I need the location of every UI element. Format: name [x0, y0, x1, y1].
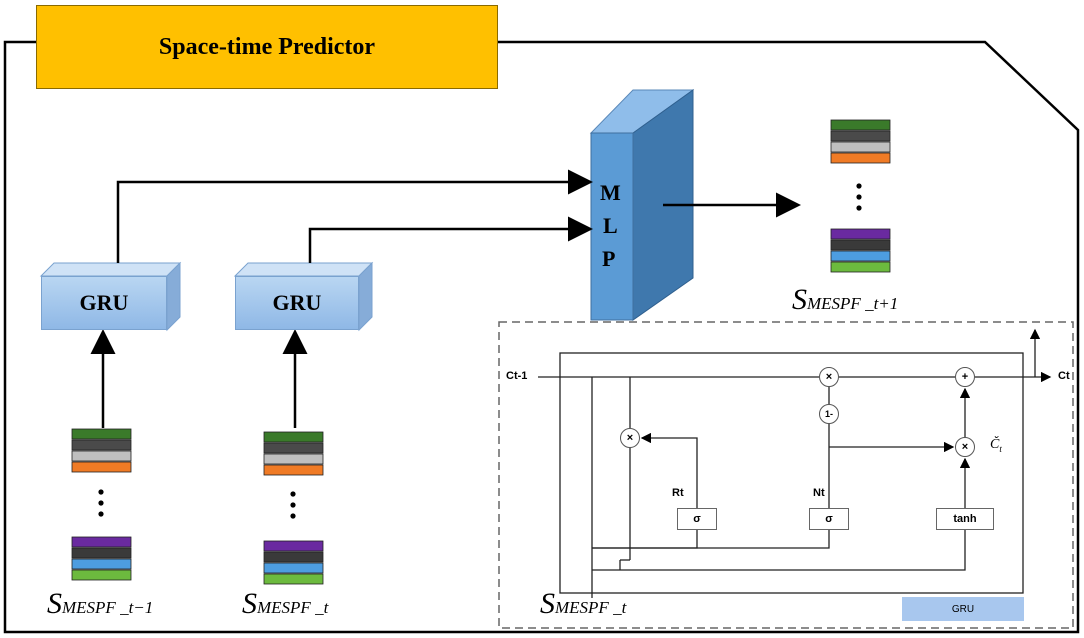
- ellipsis-dot: [856, 183, 862, 189]
- mlp-front-face: [590, 132, 634, 321]
- multiply-op-candidate: ×: [955, 437, 975, 457]
- gru1-depth-side: [166, 261, 181, 332]
- gru2-depth: [233, 262, 374, 277]
- multiply-op-top: ×: [819, 367, 839, 387]
- tanh-box: tanh: [936, 508, 994, 530]
- output-top-layer: [830, 141, 891, 153]
- gru-legend: GRU: [902, 597, 1024, 621]
- ellipsis-dot: [290, 491, 296, 497]
- input1-bottom-layer: [71, 536, 132, 548]
- input2-top-layer: [263, 431, 324, 443]
- ellipsis-dot: [98, 511, 104, 517]
- input-label-t: SMESPF _t: [242, 587, 329, 620]
- output-bottom-layer: [830, 239, 891, 251]
- gru-label: GRU: [272, 290, 322, 315]
- input1-bottom-layer: [71, 547, 132, 559]
- input-label-t-minus-1: SMESPF _t−1: [47, 587, 154, 620]
- gru-block-2: GRU: [235, 276, 359, 330]
- input2-top-layer: [263, 453, 324, 465]
- output-bottom-layer: [830, 250, 891, 262]
- gru-cell-dashed-box: [498, 321, 1074, 629]
- arrow-gru2-mlp: [308, 216, 593, 263]
- cell-state-in-label: Ct-1: [506, 370, 528, 382]
- reset-gate-label: Rt: [672, 487, 684, 499]
- ellipsis-dot: [290, 513, 296, 519]
- input2-bottom-layer: [263, 551, 324, 563]
- input1-bottom-layer: [71, 569, 132, 581]
- input2-top-layer: [263, 464, 324, 476]
- input1-top-layer: [71, 439, 132, 451]
- reset-sigma-box: σ: [677, 508, 717, 530]
- mlp-letter-m: M: [600, 180, 621, 205]
- input2-bottom-layer: [263, 540, 324, 552]
- ellipsis-dot: [856, 205, 862, 211]
- diagram-title: Space-time Predictor: [158, 33, 376, 60]
- update-sigma-box: σ: [809, 508, 849, 530]
- feature-stacks: [71, 119, 891, 585]
- output-top-layer: [830, 152, 891, 164]
- input2-top-layer: [263, 442, 324, 454]
- mlp-letter-l: L: [603, 213, 618, 238]
- ellipsis-dot: [856, 194, 862, 200]
- gru1-depth: [39, 262, 182, 277]
- output-label-t-plus-1: SMESPF _t+1: [792, 283, 899, 316]
- input1-top-layer: [71, 450, 132, 462]
- mlp-letter-p: P: [602, 246, 616, 271]
- ellipsis-dots: [98, 183, 862, 519]
- outer-frame: [3, 40, 1080, 634]
- cell-state-out-label: Ct: [1058, 370, 1070, 382]
- input1-top-layer: [71, 428, 132, 440]
- gru-cell-frame: [559, 352, 1024, 594]
- arrow-gru1-mlp: [116, 169, 593, 263]
- output-top-layer: [830, 119, 891, 131]
- gru2-depth-side: [358, 261, 373, 332]
- gru-label: GRU: [79, 290, 129, 315]
- output-top-layer: [830, 130, 891, 142]
- output-bottom-layer: [830, 261, 891, 273]
- ellipsis-dot: [98, 489, 104, 495]
- one-minus-op: 1-: [819, 404, 839, 424]
- gru-block-1: GRU: [41, 276, 167, 330]
- add-op: +: [955, 367, 975, 387]
- title-box: Space-time Predictor: [36, 5, 498, 89]
- output-bottom-layer: [830, 228, 891, 240]
- cell-input-label: SMESPF _t: [540, 587, 627, 620]
- input2-bottom-layer: [263, 562, 324, 574]
- input2-bottom-layer: [263, 573, 324, 585]
- input1-top-layer: [71, 461, 132, 473]
- input1-bottom-layer: [71, 558, 132, 570]
- candidate-label: Čt: [990, 437, 1002, 454]
- ellipsis-dot: [98, 500, 104, 506]
- multiply-op-reset: ×: [620, 428, 640, 448]
- update-gate-label: Nt: [813, 487, 825, 499]
- ellipsis-dot: [290, 502, 296, 508]
